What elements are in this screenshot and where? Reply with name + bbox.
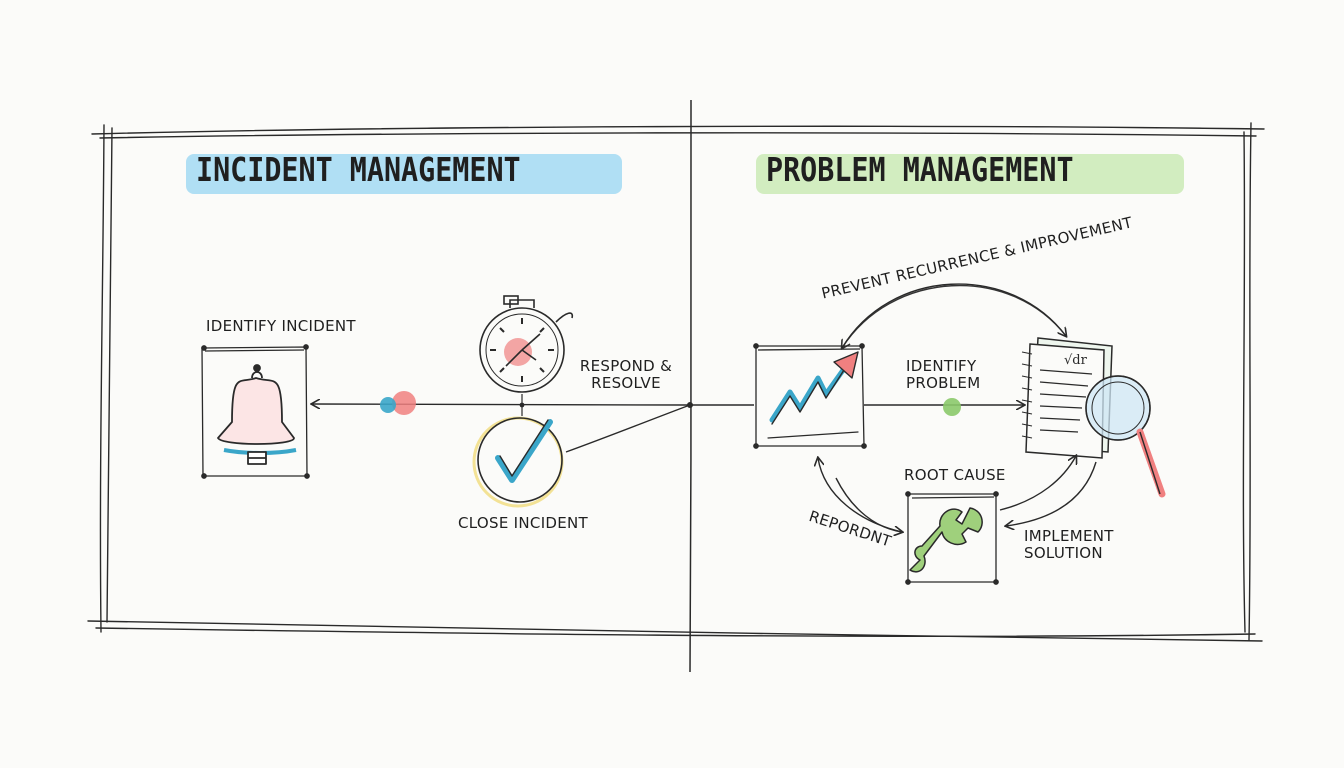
bell-box: [201, 344, 310, 479]
bell-icon: [217, 364, 297, 465]
implement-arc-arrow: [1006, 461, 1097, 526]
identify-incident-label: IDENTIFY INCIDENT: [206, 317, 356, 335]
incident-flow-arrow: [312, 404, 691, 405]
red-dot-accent: [392, 391, 416, 415]
incident-title: INCIDENT MANAGEMENT: [196, 150, 521, 189]
blue-dot-accent: [380, 397, 396, 413]
stopwatch-icon: [479, 295, 574, 393]
identify-problem-label: IDENTIFY PROBLEM: [906, 357, 981, 392]
prevent-arc-arrow: [841, 283, 1066, 349]
close-incident-label: CLOSE INCIDENT: [458, 514, 589, 532]
root-cause-label: ROOT CAUSE: [904, 466, 1006, 484]
trend-chart-icon: [767, 351, 859, 439]
green-dot-accent: [943, 398, 961, 416]
problem-title: PROBLEM MANAGEMENT: [766, 150, 1074, 189]
checkmark-icon: [472, 416, 564, 508]
svg-text:√dr: √dr: [1064, 353, 1088, 368]
respond-resolve-label: RESPOND & RESOLVE: [579, 357, 673, 392]
close-connector: [565, 404, 691, 453]
problem-title-highlight: [756, 154, 1184, 194]
wrench-box: [905, 491, 999, 585]
wrench-icon: [909, 507, 983, 573]
center-divider: [689, 99, 692, 673]
document-magnifier-icon: √dr: [1021, 337, 1166, 498]
outer-frame: [87, 122, 1265, 642]
incident-title-highlight: [186, 154, 622, 194]
implement-solution-label: IMPLEMENT SOLUTION: [1024, 527, 1114, 562]
